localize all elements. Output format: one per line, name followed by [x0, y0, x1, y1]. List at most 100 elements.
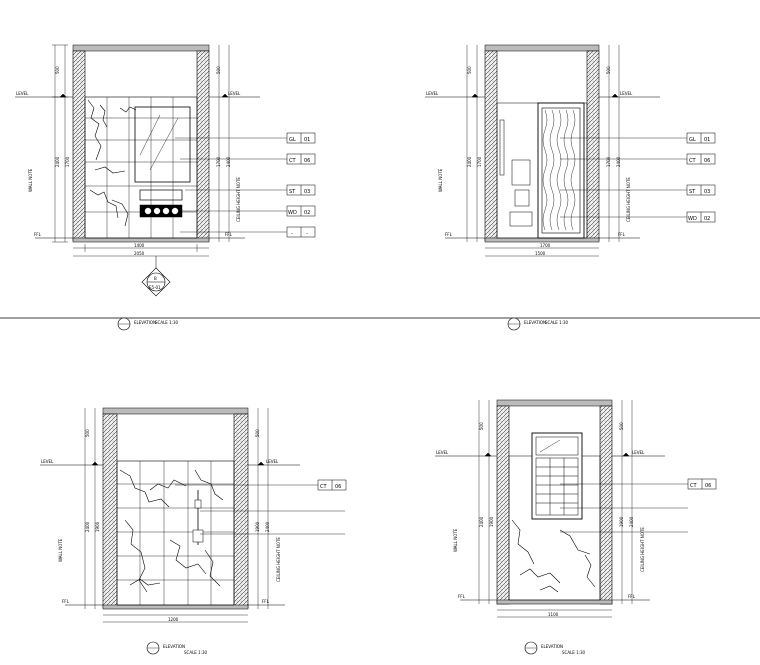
svg-text:SCALE 1:30: SCALE 1:30	[562, 650, 586, 655]
svg-text:02: 02	[304, 210, 310, 216]
svg-text:2400: 2400	[467, 156, 472, 167]
svg-text:1900: 1900	[489, 516, 494, 527]
svg-text:1200: 1200	[168, 617, 179, 622]
svg-text:06: 06	[705, 483, 711, 489]
svg-text:1900: 1900	[95, 521, 100, 532]
svg-text:06: 06	[704, 158, 710, 164]
svg-text:2400: 2400	[616, 156, 621, 167]
svg-text:LEVEL: LEVEL	[16, 91, 29, 96]
svg-text:FFL: FFL	[445, 232, 453, 237]
svg-text:GL: GL	[689, 137, 696, 143]
svg-text:01: 01	[304, 137, 310, 143]
tag-ct-06: CT 06	[286, 153, 316, 165]
svg-text:WD: WD	[688, 216, 697, 222]
svg-text:GL: GL	[289, 137, 296, 143]
svg-text:2400: 2400	[629, 516, 634, 527]
svg-text:1100: 1100	[548, 612, 559, 617]
svg-text:500: 500	[216, 66, 221, 74]
svg-text:E5-01: E5-01	[149, 285, 161, 290]
svg-text:CEILING HEIGHT NOTE: CEILING HEIGHT NOTE	[276, 537, 281, 582]
svg-text:CEILING HEIGHT NOTE: CEILING HEIGHT NOTE	[626, 177, 631, 222]
svg-text:FFL: FFL	[62, 599, 70, 604]
svg-text:-: -	[306, 231, 308, 237]
svg-text:WALL NOTE: WALL NOTE	[58, 538, 63, 562]
svg-text:1700: 1700	[477, 156, 482, 167]
svg-text:2400: 2400	[85, 521, 90, 532]
svg-text:02: 02	[704, 216, 710, 222]
elevation-2: LEVEL LEVEL FFL FFL 500 2400 1700 500 17…	[425, 44, 716, 331]
svg-text:WALL NOTE: WALL NOTE	[438, 168, 443, 192]
elevation-4: LEVEL LEVEL FFL FFL 500 2400 1900 500 19…	[435, 399, 717, 655]
elevation-1: LEVEL LEVEL FFL FFL 500 2400 1700 500 17…	[15, 44, 316, 331]
svg-text:CT: CT	[289, 158, 296, 164]
svg-text:500: 500	[606, 66, 611, 74]
svg-text:LEVEL: LEVEL	[228, 91, 241, 96]
svg-text:CEILING HEIGHT NOTE: CEILING HEIGHT NOTE	[236, 177, 241, 222]
svg-text:FFL: FFL	[458, 594, 466, 599]
svg-text:2400: 2400	[265, 521, 270, 532]
dim-bottom-a: 1400	[134, 243, 145, 248]
svg-text:500: 500	[467, 66, 472, 74]
svg-text:LEVEL: LEVEL	[266, 459, 279, 464]
svg-text:1700: 1700	[216, 156, 221, 167]
svg-text:ELEVATION: ELEVATION	[524, 320, 546, 325]
svg-text:CT: CT	[690, 483, 697, 489]
svg-text:WALL NOTE: WALL NOTE	[28, 168, 33, 192]
tag-gl-01-e2: GL 01	[686, 132, 716, 144]
svg-text:SCALE 1:30: SCALE 1:30	[155, 320, 179, 325]
svg-text:SCALE 1:30: SCALE 1:30	[184, 650, 208, 655]
svg-text:CT: CT	[689, 158, 696, 164]
svg-text:2400: 2400	[479, 516, 484, 527]
tag-gl-01: GL 01	[286, 132, 316, 144]
svg-text:ST: ST	[689, 189, 696, 195]
svg-text:ELEVATION: ELEVATION	[163, 644, 185, 649]
tag-ct-06-e3: CT 06	[317, 479, 347, 491]
svg-text:LEVEL: LEVEL	[632, 450, 645, 455]
svg-text:WD: WD	[288, 210, 297, 216]
elevation-3: LEVEL LEVEL FFL FFL 500 2400 1900 500 19…	[40, 407, 347, 655]
svg-text:06: 06	[304, 158, 310, 164]
svg-text:WALL NOTE: WALL NOTE	[453, 528, 458, 552]
svg-text:SCALE 1:30: SCALE 1:30	[545, 320, 569, 325]
svg-text:CEILING HEIGHT NOTE: CEILING HEIGHT NOTE	[640, 527, 645, 572]
svg-text:-: -	[291, 231, 293, 237]
svg-text:500: 500	[619, 422, 624, 430]
svg-text:2400: 2400	[226, 156, 231, 167]
dim-bottom-total: 2050	[134, 251, 145, 256]
svg-text:LEVEL: LEVEL	[426, 91, 439, 96]
svg-text:FFL: FFL	[618, 232, 626, 237]
tag-wd-02: WD 02	[286, 205, 316, 217]
svg-text:03: 03	[304, 189, 310, 195]
dim-top: 500	[55, 66, 60, 74]
svg-text:FFL: FFL	[262, 599, 270, 604]
svg-text:1700: 1700	[606, 156, 611, 167]
tag-ct-06-e2: CT 06	[686, 153, 716, 165]
svg-text:ELEVATION: ELEVATION	[134, 320, 156, 325]
svg-text:CT: CT	[320, 484, 327, 490]
svg-text:1500: 1500	[535, 251, 546, 256]
tag-blank: - -	[286, 226, 316, 238]
svg-text:06: 06	[335, 484, 341, 490]
svg-text:LEVEL: LEVEL	[436, 450, 449, 455]
svg-text:01: 01	[704, 137, 710, 143]
svg-text:1700: 1700	[540, 243, 551, 248]
svg-text:B: B	[154, 276, 157, 281]
section-marker: B E5-01	[141, 267, 171, 297]
svg-text:FFL: FFL	[34, 232, 42, 237]
tag-st-03: ST 03	[286, 184, 316, 196]
svg-text:500: 500	[255, 429, 260, 437]
svg-text:500: 500	[479, 422, 484, 430]
svg-text:LEVEL: LEVEL	[620, 91, 633, 96]
svg-text:1900: 1900	[255, 521, 260, 532]
svg-text:ELEVATION: ELEVATION	[541, 644, 563, 649]
svg-text:1900: 1900	[619, 516, 624, 527]
dim-mid: 1700	[65, 156, 70, 167]
tag-ct-06-e4: CT 06	[687, 478, 717, 490]
svg-text:LEVEL: LEVEL	[41, 459, 54, 464]
dim-total: 2400	[55, 156, 60, 167]
tag-st-03-e2: ST 03	[686, 184, 716, 196]
svg-text:ST: ST	[289, 189, 296, 195]
svg-text:03: 03	[704, 189, 710, 195]
svg-text:500: 500	[85, 429, 90, 437]
